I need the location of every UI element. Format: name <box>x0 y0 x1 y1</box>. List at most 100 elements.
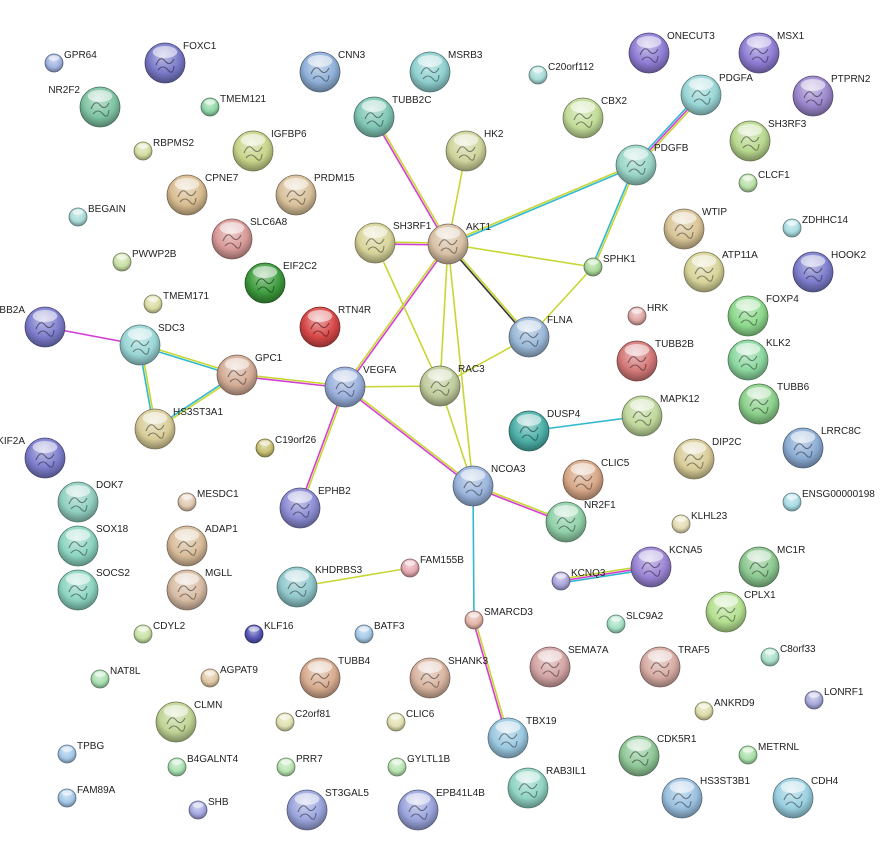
node-NCOA3[interactable]: NCOA3 <box>452 464 526 507</box>
node-CDYL2[interactable]: CDYL2 <box>133 621 186 644</box>
node-LRRC8C[interactable]: LRRC8C <box>782 426 861 469</box>
node-GPC1[interactable]: GPC1 <box>216 353 283 396</box>
node-HK2[interactable]: HK2 <box>445 129 504 172</box>
node-SDC3[interactable]: SDC3 <box>119 323 185 366</box>
node-KLK2[interactable]: KLK2 <box>727 338 791 381</box>
node-ZDHHC14[interactable]: ZDHHC14 <box>782 215 849 238</box>
node-PDGFB[interactable]: PDGFB <box>615 143 689 186</box>
node-CLMN[interactable]: CLMN <box>155 700 222 743</box>
node-KCNQ3[interactable]: KCNQ3 <box>551 568 606 591</box>
node-MGLL[interactable]: MGLL <box>166 568 233 611</box>
node-KIF2A[interactable]: KIF2A <box>0 436 66 479</box>
node-SH3RF3[interactable]: SH3RF3 <box>729 119 807 162</box>
node-FOXC1[interactable]: FOXC1 <box>144 41 217 84</box>
node-CLIC6[interactable]: CLIC6 <box>386 709 435 732</box>
node-PDGFA[interactable]: PDGFA <box>680 73 753 116</box>
node-DOK7[interactable]: DOK7 <box>57 480 124 523</box>
node-C2orf81[interactable]: C2orf81 <box>275 709 331 732</box>
node-AKT1[interactable]: AKT1 <box>427 222 491 265</box>
node-KLHL23[interactable]: KLHL23 <box>671 511 728 534</box>
node-CBX2[interactable]: CBX2 <box>562 96 628 139</box>
node-VEGFA[interactable]: VEGFA <box>324 365 397 408</box>
node-KHDRBS3[interactable]: KHDRBS3 <box>276 565 363 608</box>
node-NAT8L[interactable]: NAT8L <box>90 666 141 689</box>
node-C20orf112[interactable]: C20orf112 <box>528 62 594 85</box>
node-AGPAT9[interactable]: AGPAT9 <box>200 665 258 688</box>
node-DIP2C[interactable]: DIP2C <box>673 437 741 480</box>
node-BEGAIN[interactable]: BEGAIN <box>68 204 126 227</box>
node-NR2F2[interactable]: NR2F2 <box>48 85 121 128</box>
node-DUSP4[interactable]: DUSP4 <box>508 409 581 452</box>
node-EPHB2[interactable]: EPHB2 <box>279 486 351 529</box>
node-RAC3[interactable]: RAC3 <box>419 364 485 407</box>
node-MESDC1[interactable]: MESDC1 <box>177 489 239 512</box>
node-IGFBP6[interactable]: IGFBP6 <box>232 129 307 172</box>
node-KLF16[interactable]: KLF16 <box>244 621 294 644</box>
node-RTN4R[interactable]: RTN4R <box>299 305 371 348</box>
node-SLC9A2[interactable]: SLC9A2 <box>606 611 664 634</box>
node-SEMA7A[interactable]: SEMA7A <box>529 645 609 688</box>
node-SHANK3[interactable]: SHANK3 <box>409 656 488 699</box>
node-ONECUT3[interactable]: ONECUT3 <box>628 31 715 74</box>
node-GYLTL1B[interactable]: GYLTL1B <box>387 754 450 777</box>
node-FOXP4[interactable]: FOXP4 <box>727 294 799 337</box>
node-TUBB2C[interactable]: TUBB2C <box>353 95 431 138</box>
node-HRK[interactable]: HRK <box>627 303 668 326</box>
node-CLCF1[interactable]: CLCF1 <box>738 170 790 193</box>
node-EPB41L4B[interactable]: EPB41L4B <box>397 788 485 831</box>
node-HS3ST3B1[interactable]: HS3ST3B1 <box>661 776 750 819</box>
node-CPLX1[interactable]: CPLX1 <box>705 590 776 633</box>
node-PWWP2B[interactable]: PWWP2B <box>112 249 177 272</box>
node-TUBB4[interactable]: TUBB4 <box>299 656 371 699</box>
node-MC1R[interactable]: MC1R <box>738 545 805 588</box>
node-MSRB3[interactable]: MSRB3 <box>409 50 483 93</box>
node-FLNA[interactable]: FLNA <box>508 315 573 358</box>
node-MAPK12[interactable]: MAPK12 <box>621 394 700 437</box>
node-PRR7[interactable]: PRR7 <box>276 754 323 777</box>
node-GPR64[interactable]: GPR64 <box>44 50 97 73</box>
node-CLIC5[interactable]: CLIC5 <box>562 458 630 501</box>
node-NR2F1[interactable]: NR2F1 <box>545 500 616 543</box>
node-ADAP1[interactable]: ADAP1 <box>166 524 238 567</box>
node-TMEM171[interactable]: TMEM171 <box>143 291 210 314</box>
node-C19orf26[interactable]: C19orf26 <box>255 435 317 458</box>
node-SOX18[interactable]: SOX18 <box>57 524 129 567</box>
node-WTIP[interactable]: WTIP <box>663 207 727 250</box>
node-C8orf33[interactable]: C8orf33 <box>760 644 816 667</box>
node-PTPRN2[interactable]: PTPRN2 <box>792 74 871 117</box>
node-PRDM15[interactable]: PRDM15 <box>275 173 355 216</box>
node-CDK5R1[interactable]: CDK5R1 <box>618 734 697 777</box>
node-CNN3[interactable]: CNN3 <box>299 50 366 93</box>
node-HS3ST3A1[interactable]: HS3ST3A1 <box>134 407 223 450</box>
node-RBPMS2[interactable]: RBPMS2 <box>133 138 195 161</box>
node-SMARCD3[interactable]: SMARCD3 <box>464 607 533 630</box>
node-SPHK1[interactable]: SPHK1 <box>583 254 636 277</box>
node-SH3RF1[interactable]: SH3RF1 <box>354 221 432 264</box>
node-BATF3[interactable]: BATF3 <box>354 621 405 644</box>
node-RAB3IL1[interactable]: RAB3IL1 <box>507 766 586 809</box>
node-TBX19[interactable]: TBX19 <box>487 716 557 759</box>
node-SHB[interactable]: SHB <box>188 797 229 820</box>
node-SOCS2[interactable]: SOCS2 <box>57 568 130 611</box>
node-ATP11A[interactable]: ATP11A <box>683 250 758 293</box>
node-TRAF5[interactable]: TRAF5 <box>639 645 710 688</box>
node-CPNE7[interactable]: CPNE7 <box>166 173 239 216</box>
node-FAM155B[interactable]: FAM155B <box>400 555 464 578</box>
node-TUBB2B[interactable]: TUBB2B <box>616 339 694 382</box>
node-KCNA5[interactable]: KCNA5 <box>630 545 703 588</box>
node-EIF2C2[interactable]: EIF2C2 <box>244 261 317 304</box>
node-TUBB2A[interactable]: TUBB2A <box>0 305 66 348</box>
node-HOOK2[interactable]: HOOK2 <box>792 250 866 293</box>
node-B4GALNT4[interactable]: B4GALNT4 <box>167 754 239 777</box>
node-TUBB6[interactable]: TUBB6 <box>738 382 810 425</box>
node-ST3GAL5[interactable]: ST3GAL5 <box>286 788 369 831</box>
node-FAM89A[interactable]: FAM89A <box>57 785 116 808</box>
node-MSX1[interactable]: MSX1 <box>738 31 805 74</box>
node-TMEM121[interactable]: TMEM121 <box>200 94 267 117</box>
node-ANKRD9[interactable]: ANKRD9 <box>694 698 755 721</box>
node-SLC6A8[interactable]: SLC6A8 <box>211 217 288 260</box>
node-LONRF1[interactable]: LONRF1 <box>804 687 864 710</box>
node-TPBG[interactable]: TPBG <box>57 741 104 764</box>
node-CDH4[interactable]: CDH4 <box>772 776 839 819</box>
node-METRNL[interactable]: METRNL <box>738 742 800 765</box>
